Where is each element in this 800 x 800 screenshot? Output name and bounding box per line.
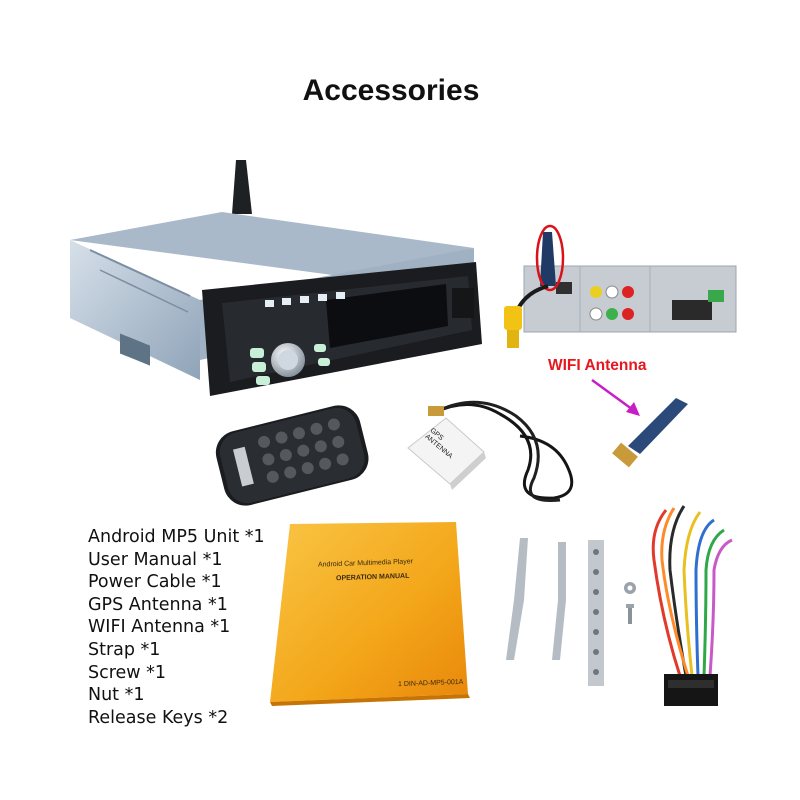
mp5-unit-image [70,160,482,396]
user-manual-image [270,522,470,706]
accessory-list-item: GPS Antenna *1 [88,594,228,615]
accessory-list: Android MP5 Unit *1 User Manual *1 Power… [88,526,265,729]
wifi-antenna-callout-label: WIFI Antenna [548,357,647,374]
accessory-list-item: Release Keys *2 [88,707,229,728]
accessory-list-item: Strap *1 [88,639,161,660]
accessory-list-item: Screw *1 [88,662,167,683]
wifi-antenna-image [612,398,688,468]
unit-rear-panel-image [504,224,737,348]
remote-control-image [215,405,369,506]
accessory-list-item: Power Cable *1 [88,572,222,593]
accessory-list-item: Nut *1 [88,685,145,706]
page-title: Accessories [302,74,480,107]
gps-antenna-image [407,400,574,503]
accessory-list-item: Android MP5 Unit *1 [88,527,265,547]
callout-arrow [591,378,640,416]
release-keys-image [506,538,566,660]
screw-image [626,604,634,624]
nut-image [624,582,636,594]
accessory-list-item: WIFI Antenna *1 [88,617,231,638]
strap-image [588,540,604,686]
accessory-list-item: User Manual *1 [88,549,223,570]
power-cable-image [640,505,733,706]
